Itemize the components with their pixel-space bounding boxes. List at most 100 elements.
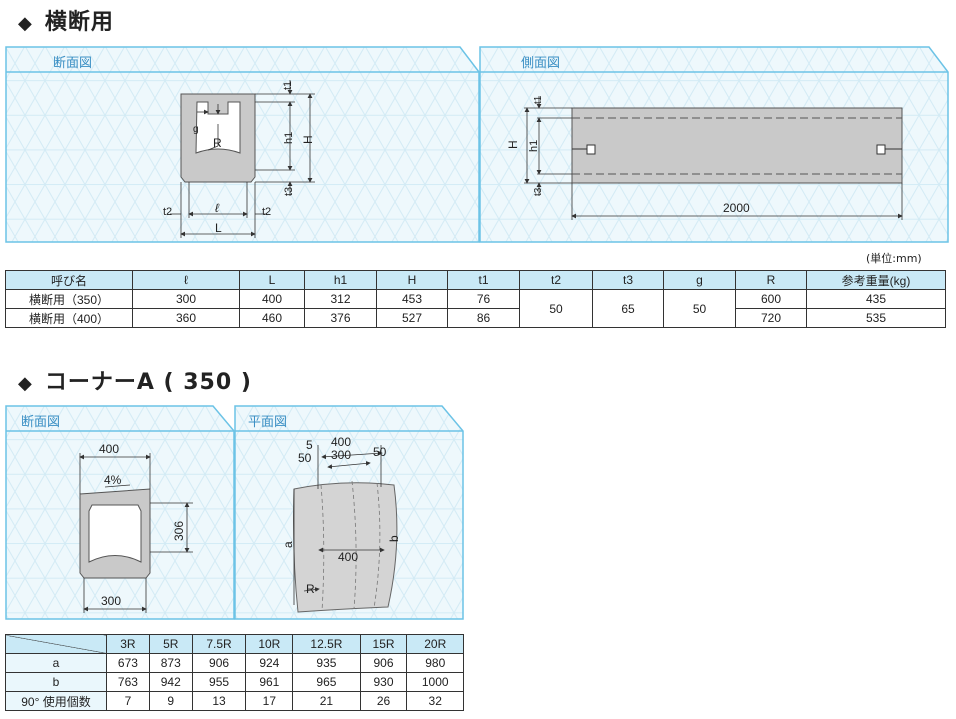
cell-value: 21 — [292, 691, 361, 711]
th-g: g — [663, 270, 736, 290]
side-view-drawing: t1 H h1 t3 2000 — [479, 46, 949, 243]
th-12-5R: 12.5R — [292, 634, 361, 654]
cell-H: 527 — [376, 308, 448, 328]
unit-label: (単位:mm) — [866, 252, 922, 265]
th-corner — [5, 634, 107, 654]
section-title-corner-a: ◆ コーナーA ( 350 ) — [18, 364, 252, 396]
side-dim-length: 2000 — [723, 201, 750, 215]
side-dim-t1: t1 — [533, 95, 544, 104]
cell-weight: 435 — [806, 289, 946, 309]
corner-dim-slope: 4% — [104, 473, 122, 487]
corner-dim-top: 400 — [99, 442, 119, 456]
th-R: R — [735, 270, 807, 290]
cell-value: 930 — [359, 672, 408, 692]
cell-value: 955 — [191, 672, 247, 692]
dim-g: g — [193, 124, 199, 135]
cross-section-label: 断面図 — [53, 56, 93, 71]
th-t3: t3 — [592, 270, 664, 290]
table-row: 90° 使用個数 7 9 13 17 21 26 32 — [5, 691, 464, 711]
corner-dim-height: 306 — [172, 521, 186, 541]
dim-t2-right: t2 — [262, 206, 271, 218]
section-title-text: コーナーA ( 350 ) — [44, 370, 252, 395]
spec-table-yokodan: 呼び名 ℓ L h1 H t1 t2 t3 g R 参考重量(kg) 横断用（3… — [5, 270, 946, 328]
diamond-icon: ◆ — [18, 13, 33, 34]
cell-value: 13 — [191, 691, 247, 711]
plan-view-drawing: 5 400 50 300 50 a b 400 R — [234, 405, 464, 620]
row-label-count: 90° 使用個数 — [5, 691, 107, 711]
cell-t1: 86 — [447, 308, 520, 328]
dim-h1: h1 — [283, 132, 295, 144]
dim-t2-left: t2 — [163, 206, 172, 218]
table-row: 横断用（350） 300 400 312 453 76 50 65 50 600… — [5, 289, 946, 328]
cell-value: 32 — [406, 691, 464, 711]
plan-dim-400-mid: 400 — [338, 550, 358, 564]
dim-t3: t3 — [283, 187, 295, 196]
plan-dim-5: 5 — [306, 438, 313, 452]
cell-value: 961 — [245, 672, 294, 692]
corner-dim-bottom: 300 — [101, 594, 121, 608]
row-label-b: b — [5, 672, 107, 692]
cell-t3: 65 — [592, 289, 664, 328]
row-label-a: a — [5, 653, 107, 673]
cell-name: 横断用（350） — [5, 289, 133, 309]
plan-dim-R: R — [306, 582, 315, 596]
diamond-icon: ◆ — [18, 373, 33, 394]
table-row: 横断用（400） 360 460 376 527 86 720 535 — [5, 308, 946, 328]
plan-dim-b: b — [387, 535, 401, 542]
th-name: 呼び名 — [5, 270, 133, 290]
plan-view-panel: 5 400 50 300 50 a b 400 R 平面図 — [234, 405, 464, 620]
cell-value: 26 — [359, 691, 408, 711]
dim-t1: t1 — [282, 81, 294, 90]
side-dim-t3: t3 — [533, 187, 544, 196]
section-title-yokodan: ◆ 横断用 — [18, 4, 114, 36]
plan-dim-400: 400 — [331, 435, 351, 449]
dim-L: L — [215, 221, 222, 235]
cell-value: 924 — [245, 653, 294, 673]
cell-t2: 50 — [519, 289, 593, 328]
dim-R: R — [213, 136, 222, 150]
cell-value: 7 — [106, 691, 150, 711]
th-10R: 10R — [245, 634, 294, 654]
plan-dim-a: a — [281, 541, 295, 548]
plan-dim-50b: 50 — [373, 445, 387, 459]
cell-value: 873 — [148, 653, 193, 673]
th-5R: 5R — [148, 634, 193, 654]
th-h1: h1 — [304, 270, 377, 290]
cross-section-panel: t1 h1 H t3 g R t2 ℓ t2 L 断面図 — [5, 46, 480, 243]
cell-R: 720 — [735, 308, 807, 328]
th-7-5R: 7.5R — [191, 634, 247, 654]
plan-view-label: 平面図 — [248, 415, 288, 430]
cell-h1: 312 — [304, 289, 377, 309]
cell-value: 906 — [191, 653, 247, 673]
dim-ell: ℓ — [215, 201, 220, 215]
plan-dim-50a: 50 — [298, 451, 312, 465]
cell-value: 942 — [148, 672, 193, 692]
corner-cross-section-drawing: 400 4% 306 300 — [5, 405, 235, 620]
cell-name: 横断用（400） — [5, 308, 133, 328]
corner-cross-section-label: 断面図 — [21, 415, 61, 430]
th-t2: t2 — [519, 270, 593, 290]
cell-value: 9 — [148, 691, 193, 711]
plan-dim-300: 300 — [331, 448, 351, 462]
cell-R: 600 — [735, 289, 807, 309]
cell-weight: 535 — [806, 308, 946, 328]
cell-value: 906 — [359, 653, 408, 673]
th-ell: ℓ — [132, 270, 240, 290]
side-dim-h1: h1 — [528, 140, 540, 152]
cell-ell: 360 — [132, 308, 240, 328]
th-15R: 15R — [359, 634, 408, 654]
section-title-text: 横断用 — [44, 10, 114, 35]
th-t1: t1 — [447, 270, 520, 290]
th-20R: 20R — [406, 634, 464, 654]
th-weight: 参考重量(kg) — [806, 270, 946, 290]
spec-table-corner-a: 3R 5R 7.5R 10R 12.5R 15R 20R a 673 873 9… — [5, 634, 464, 711]
cell-ell: 300 — [132, 289, 240, 309]
th-3R: 3R — [106, 634, 150, 654]
cell-value: 965 — [292, 672, 361, 692]
side-view-panel: t1 H h1 t3 2000 側面図 — [479, 46, 949, 243]
cell-value: 1000 — [406, 672, 464, 692]
table-row: a 673 873 906 924 935 906 980 — [5, 653, 464, 673]
th-H: H — [376, 270, 448, 290]
th-L: L — [239, 270, 305, 290]
cell-L: 400 — [239, 289, 305, 309]
